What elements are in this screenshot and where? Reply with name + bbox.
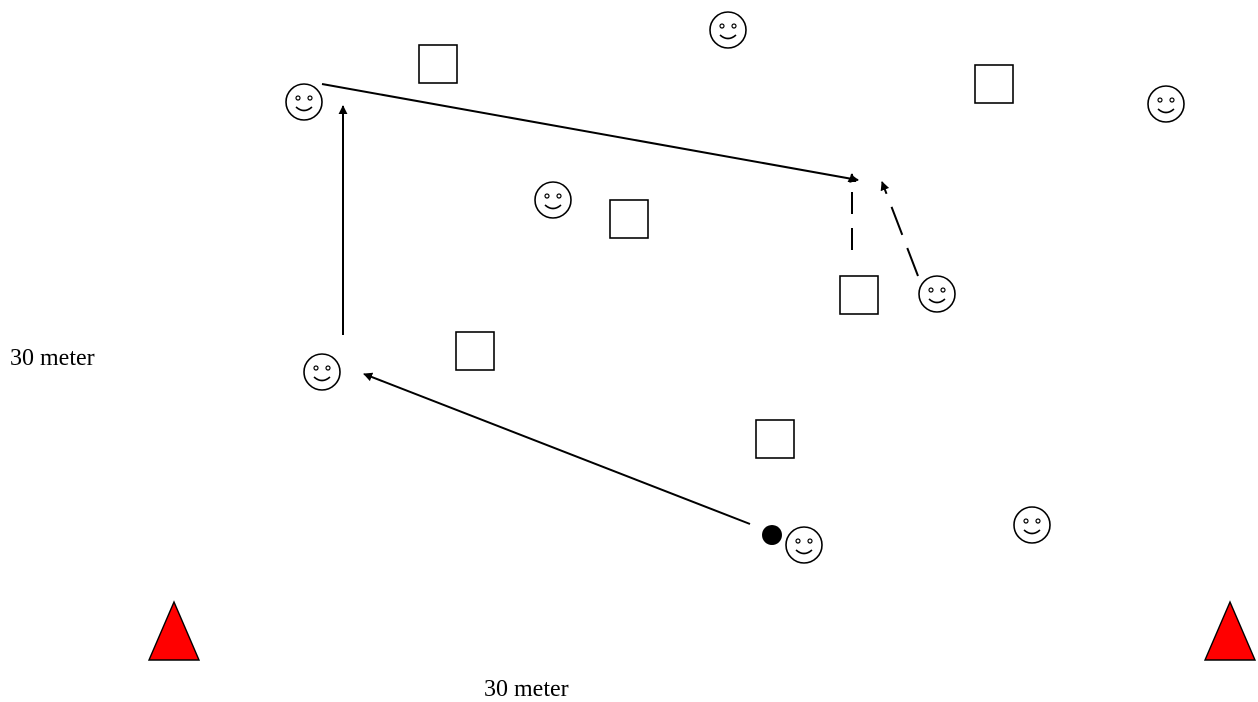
- dashed-run-arrow-right: [880, 181, 919, 277]
- player-smiley-icon: [709, 11, 747, 49]
- player-smiley-icon: [285, 83, 323, 121]
- cone-triangle-icon: [147, 600, 201, 661]
- cone-triangle-icon: [1203, 600, 1257, 661]
- defender-square-icon: [609, 199, 649, 239]
- player-smiley-icon: [918, 275, 956, 313]
- pass-arrow-ball-to-left-player: [363, 372, 751, 525]
- defender-square-icon: [839, 275, 879, 315]
- defender-square-icon: [418, 44, 458, 84]
- bottom-dimension-label: 30 meter: [484, 676, 569, 702]
- player-smiley-icon: [785, 526, 823, 564]
- player-smiley-icon: [303, 353, 341, 391]
- defender-square-icon: [974, 64, 1014, 104]
- ball-icon: [762, 525, 782, 545]
- defender-square-icon: [755, 419, 795, 459]
- player-smiley-icon: [1147, 85, 1185, 123]
- side-dimension-label: 30 meter: [10, 345, 95, 371]
- player-smiley-icon: [1013, 506, 1051, 544]
- defender-square-icon: [455, 331, 495, 371]
- pass-arrow-top-left-to-center: [321, 83, 859, 184]
- player-smiley-icon: [534, 181, 572, 219]
